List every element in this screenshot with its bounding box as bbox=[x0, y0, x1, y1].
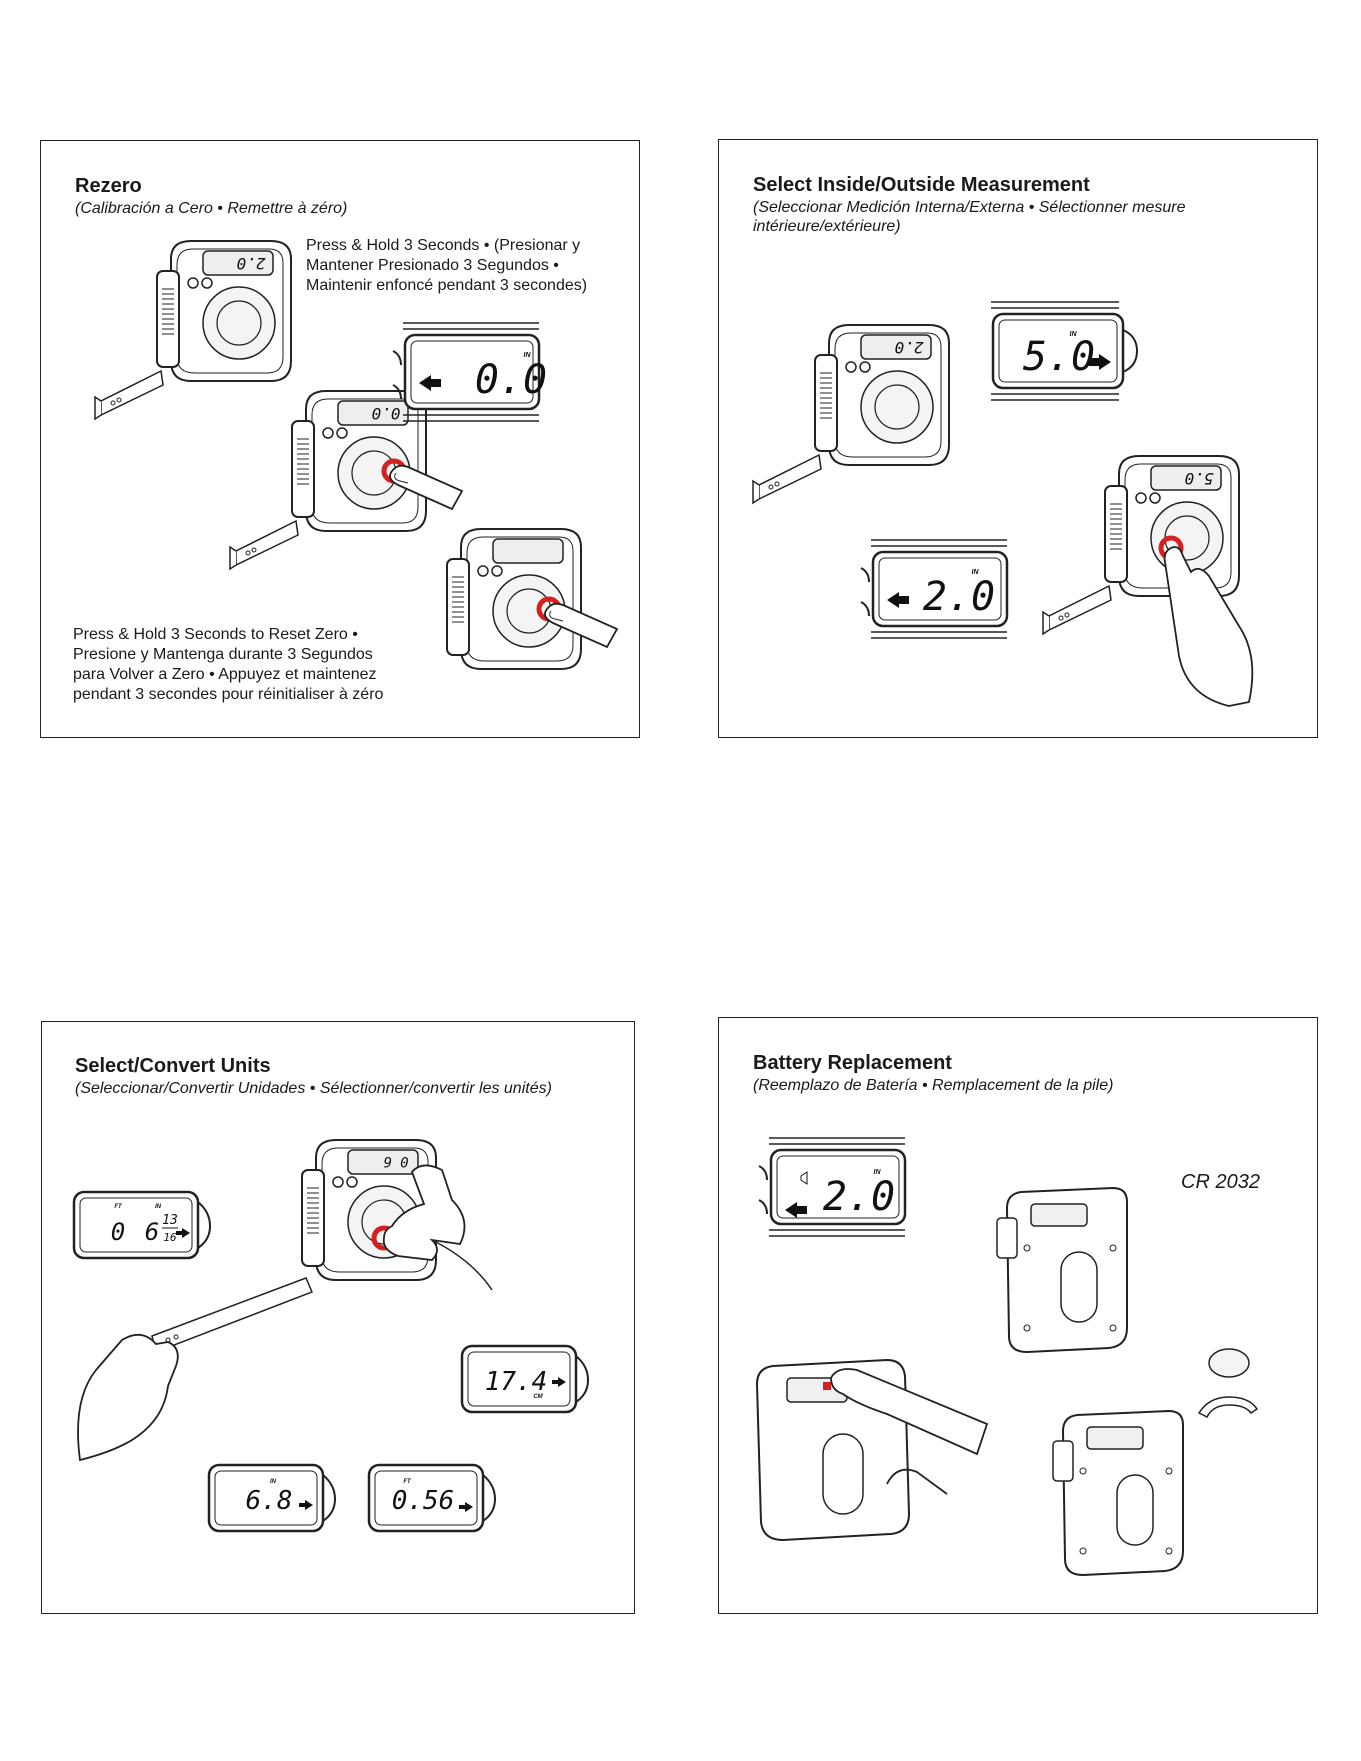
lcd-display: 0.0 IN bbox=[392, 322, 547, 422]
display-in-unit: IN bbox=[270, 1479, 277, 1485]
tape-measure-icon: 0.0 bbox=[229, 390, 463, 570]
display-in-value: 6.8 bbox=[246, 1486, 293, 1516]
hand-icon bbox=[77, 1334, 179, 1462]
rezero-panel: Rezero (Calibración a Cero • Remettre à … bbox=[40, 140, 640, 738]
display-unit: IN bbox=[874, 1169, 882, 1176]
speaker-icon bbox=[800, 1171, 808, 1185]
svg-text:0 6: 0 6 bbox=[383, 1153, 408, 1169]
arrow-right-icon bbox=[1089, 354, 1111, 370]
display-ft-in-inches: 6 bbox=[145, 1218, 159, 1246]
device-reading: 2.0 bbox=[895, 338, 924, 357]
inside-outside-title: Select Inside/Outside Measurement bbox=[753, 174, 1090, 196]
tape-measure-icon: 0 6 bbox=[77, 1139, 493, 1462]
lcd-display-ft: FT 0.56 bbox=[367, 1463, 497, 1533]
tape-measure-icon bbox=[446, 528, 618, 670]
arrow-right-icon bbox=[176, 1228, 190, 1238]
hand-icon bbox=[830, 1368, 989, 1456]
arrow-right-icon bbox=[299, 1500, 313, 1510]
tape-measure-back-icon bbox=[1052, 1409, 1184, 1577]
tape-measure-back-icon bbox=[996, 1186, 1128, 1354]
lcd-display-inside: 2.0 IN bbox=[860, 539, 1009, 639]
battery-subtitle: (Reemplazo de Batería • Remplacement de … bbox=[753, 1077, 1114, 1094]
arrow-left-icon bbox=[419, 375, 441, 391]
display-cm-unit: CM bbox=[533, 1394, 543, 1400]
display-ft-value: 0.56 bbox=[392, 1486, 455, 1516]
display-ft-in-feet: 0 bbox=[111, 1218, 125, 1246]
lcd-display-ft-in: FT IN 0 6 13 16 bbox=[72, 1190, 212, 1260]
display-unit: IN bbox=[1070, 331, 1078, 338]
inside-outside-subtitle: (Seleccionar Medición Interna/Externa • … bbox=[753, 199, 1186, 235]
display-inside-value: 2.0 bbox=[923, 574, 995, 620]
tape-measure-icon: 2.0 bbox=[752, 324, 950, 504]
battery-panel: Battery Replacement (Reemplazo de Baterí… bbox=[718, 1017, 1318, 1614]
display-in-label: IN bbox=[155, 1204, 162, 1210]
rezero-title: Rezero bbox=[75, 175, 142, 197]
device-reading: 2.0 bbox=[237, 254, 266, 273]
arrow-left-icon bbox=[785, 1202, 807, 1218]
convert-units-subtitle: (Seleccionar/Convertir Unidades • Sélect… bbox=[75, 1080, 552, 1097]
display-ft-unit: FT bbox=[403, 1479, 412, 1485]
inside-outside-panel: Select Inside/Outside Measurement (Selec… bbox=[718, 139, 1318, 738]
lcd-display-outside: 5.0 IN bbox=[991, 301, 1139, 401]
arrow-left-icon bbox=[887, 592, 909, 608]
rezero-subtitle: (Calibración a Cero • Remettre à zéro) bbox=[75, 200, 348, 217]
display-ft-in-denominator: 16 bbox=[163, 1231, 177, 1244]
lcd-display-cm: 17.4 CM bbox=[460, 1344, 590, 1414]
battery-type-label: CR 2032 bbox=[1181, 1171, 1260, 1193]
device-reading: 5.0 bbox=[1185, 469, 1214, 488]
lcd-display-in: IN 6.8 bbox=[207, 1463, 337, 1533]
arrow-right-icon bbox=[459, 1502, 473, 1512]
tape-measure-icon: 2.0 bbox=[94, 240, 292, 420]
display-outside-value: 5.0 bbox=[1023, 334, 1095, 380]
tape-measure-back-icon bbox=[755, 1358, 989, 1542]
display-value: 2.0 bbox=[823, 1174, 895, 1220]
convert-units-title: Select/Convert Units bbox=[75, 1055, 271, 1077]
display-value: 0.0 bbox=[475, 357, 547, 403]
battery-clip-icon bbox=[1197, 1396, 1259, 1419]
convert-units-panel: Select/Convert Units (Seleccionar/Conver… bbox=[41, 1021, 635, 1614]
hand-icon bbox=[1163, 546, 1254, 707]
hand-icon bbox=[382, 1164, 466, 1261]
display-cm-value: 17.4 bbox=[485, 1367, 548, 1397]
lcd-display: 2.0 IN bbox=[758, 1137, 907, 1237]
tape-measure-icon: 5.0 bbox=[1042, 455, 1254, 707]
display-ft-label: FT bbox=[114, 1204, 123, 1210]
coin-battery-icon bbox=[1197, 1348, 1259, 1419]
display-unit: IN bbox=[972, 569, 980, 576]
rezero-hold-instruction: Press & Hold 3 Seconds • (Presionar y Ma… bbox=[306, 237, 588, 294]
device-reading: 0.0 bbox=[372, 404, 401, 423]
rezero-reset-instruction: Press & Hold 3 Seconds to Reset Zero • P… bbox=[73, 626, 384, 703]
display-ft-in-numerator: 13 bbox=[162, 1213, 178, 1228]
display-unit: IN bbox=[524, 352, 532, 359]
arrow-right-icon bbox=[552, 1377, 566, 1387]
battery-title: Battery Replacement bbox=[753, 1052, 952, 1074]
